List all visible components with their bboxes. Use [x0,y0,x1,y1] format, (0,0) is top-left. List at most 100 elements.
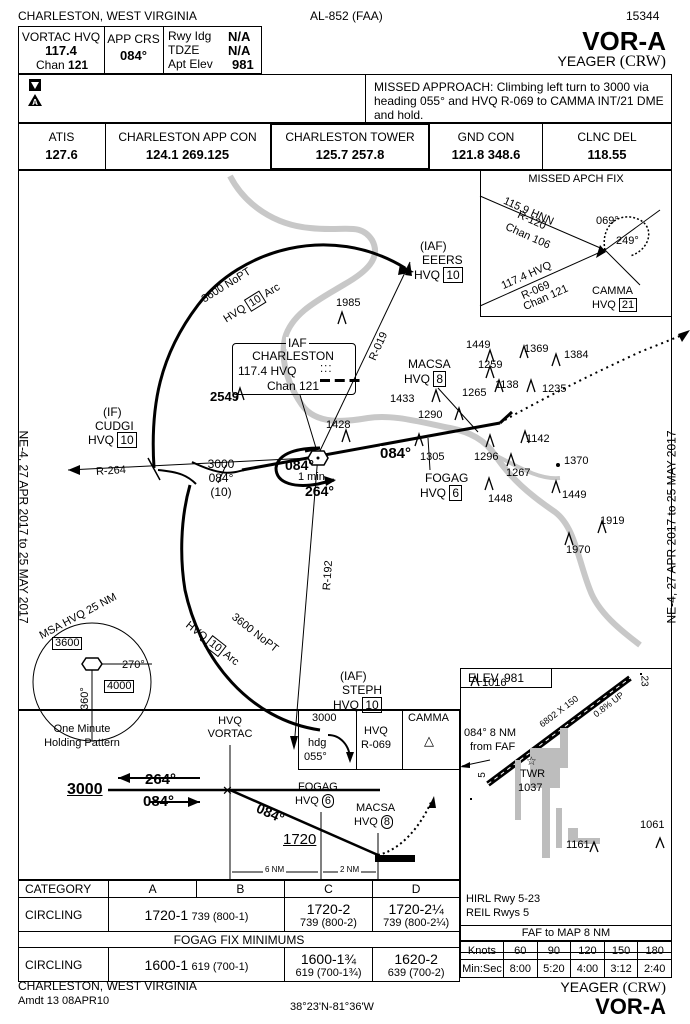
profile-crs-264: 264° [145,771,177,788]
time-60: 8:00 [503,959,538,978]
footer-coordinates: 38°23'N-81°36'W [290,1001,374,1013]
chan-label: Chan [36,58,65,72]
fogag-name: FOGAG [425,471,469,485]
hold-in-course: 264° [305,483,334,499]
circling-ab-main: 1720-1 [144,906,189,923]
airport-diagram [460,668,672,953]
macsa-name: MACSA [408,357,451,371]
comm-gnd-label: GND CON [457,130,515,144]
knots-180: 180 [637,941,672,960]
profile-fogag-dme: 6 [321,794,335,808]
fogag-d-sub: 639 (700-2) [387,966,445,979]
missed-icon-strip [298,710,460,770]
svg-text:A: A [32,98,38,107]
cudgi-dme: 10 [117,432,137,448]
obs-1970: 1970 [566,544,591,556]
charleston-chan: Chan 121 [266,379,320,393]
procedure-id: AL-852 (FAA) [310,9,383,23]
category-b: B [195,880,285,898]
obs-2549: 2549 [210,389,239,404]
obs-1142: 1142 [526,433,550,445]
chart-number: 15344 [626,9,660,23]
knots-60: 60 [503,941,538,960]
knots-label: Knots [460,941,504,960]
tower-elev: 1037 [518,782,543,794]
camma-name: CAMMA [592,285,633,297]
footer-airport-name: YEAGER [560,979,619,995]
comm-gnd-value: 121.8 348.6 [451,147,521,162]
time-90: 5:20 [536,959,572,978]
profile-alt-1720: 1720 [283,831,317,848]
holding-pattern-title: One Minute Holding Pattern [44,723,120,749]
vortac-label: VORTAC HVQ [21,30,101,44]
circling-ab-sub: 739 (800-1) [191,910,249,923]
airport-elev-value: 981 [504,671,525,685]
steph-dme: 10 [362,697,382,713]
briefing-box [18,74,672,123]
airport-elev-label: ELEV [468,671,499,685]
fogag-c-sub: 619 (700-1¾) [295,966,362,979]
comm-app-value: 124.1 269.125 [145,147,230,162]
msa-alt-south: 4000 [104,680,135,693]
comm-tower-value: 125.7 257.8 [315,147,385,162]
profile-fogag-ident: HVQ [295,795,319,807]
msa-brg-a: 270° [122,659,145,671]
category-d: D [372,880,460,898]
fogag-circling-label: CIRCLING [17,947,110,982]
circling-d-sub: 739 (800-2¼) [383,916,450,929]
timing-title-box [460,925,672,941]
profile-view [18,710,460,880]
obs-1433: 1433 [390,393,415,405]
profile-vortac-ident: HVQ [218,715,242,727]
tdze-label: TDZE [168,43,200,57]
icon-radial: R-069 [361,739,391,751]
airport-id: (CRW) [619,53,666,70]
minsec-label: Min:Sec [460,959,504,978]
charleston-iaf-tag: IAF [286,336,309,350]
time-180: 2:40 [637,959,672,978]
fogag-dme: 6 [449,485,463,501]
profile-macsa-name: MACSA [356,802,396,814]
header-info-box [18,26,262,74]
timing-title: FAF to MAP 8 NM [521,927,611,939]
inset-hold-in: 249° [616,235,639,247]
circling-d-main: 1720-2¼ [388,900,444,917]
rwy-idg-label: Rwy Idg [168,29,212,43]
timing-table: Knots 60 90 120 150 180 Min:Sec 8:00 5:2… [460,941,672,978]
obs-1448: 1448 [488,493,513,505]
obs-1919: 1919 [600,515,625,527]
lighting-2: REIL Rwys 5 [466,907,530,919]
profile-macsa-dme: 8 [380,815,394,829]
vortac-freq: 117.4 [45,43,77,58]
time-120: 4:00 [570,959,605,978]
fogag-mins-title: FOGAG FIX MINIMUMS [18,931,460,948]
airport-obs-1061: 1061 [640,819,665,831]
icon-hdg-label: hdg [308,737,327,749]
obs-1449a: 1449 [466,339,491,351]
final-crs: 084° [208,471,234,485]
app-crs-label: APP CRS [107,32,160,46]
cudgi-ident: HVQ [88,433,115,447]
apt-elev-label: Apt Elev [168,57,213,71]
airport-graphics [460,673,665,858]
lighting-1: HIRL Rwy 5-23 [466,893,541,905]
approach-title: VOR-A [582,26,666,56]
macsa-dme: 8 [433,371,447,387]
camma-ident: HVQ [592,299,616,311]
app-crs-value: 084° [120,48,147,63]
final-dme: (10) [210,485,232,499]
icon-climb-alt: 3000 [312,712,337,724]
comm-atis-label: ATIS [48,130,75,144]
eeers-ident: HVQ [414,268,441,282]
obs-1985: 1985 [336,297,361,309]
footer-amendment: Amdt 13 08APR10 [18,995,110,1007]
comm-clnc-value: 118.55 [587,147,627,162]
fogag-ab-main: 1600-1 [144,956,189,973]
obs-1305: 1305 [420,451,445,463]
circling-label: CIRCLING [17,897,110,932]
profile-macsa-ident: HVQ [354,816,378,828]
morse-code-icon: ⁚⁚⁚▬ ▬ ▬ [320,364,361,385]
footer-location: CHARLESTON, WEST VIRGINIA [18,979,197,993]
obs-1138: 1138 [495,379,519,391]
